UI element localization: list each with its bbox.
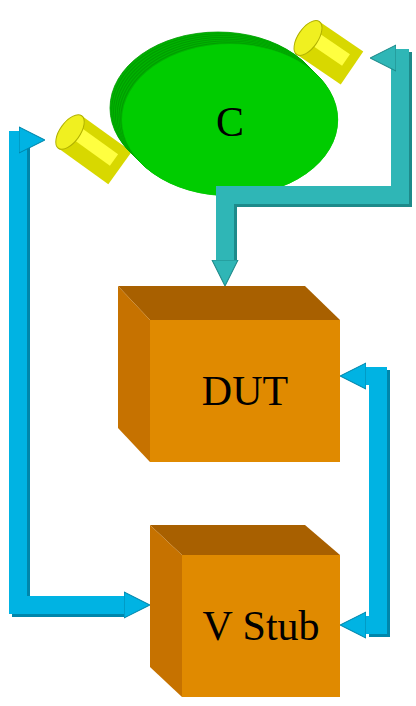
box-top — [118, 286, 340, 320]
connector-shadow — [369, 379, 381, 628]
capacitor-disk: C — [40, 8, 370, 208]
box-front — [182, 555, 340, 697]
label-group: C — [216, 99, 244, 145]
node-label: DUT — [202, 368, 288, 414]
port-cap — [50, 110, 90, 154]
box-top — [150, 525, 340, 555]
connector-bar — [366, 376, 378, 625]
connector-bar — [18, 140, 124, 605]
port-cap — [288, 16, 327, 60]
port-cylinder — [50, 110, 120, 168]
connector-group — [225, 58, 403, 263]
box-side — [118, 286, 150, 462]
disk-texture — [122, 44, 338, 196]
box-side — [150, 525, 182, 697]
label-group: DUT — [202, 368, 288, 414]
connector-bar — [225, 58, 400, 260]
box-front — [150, 320, 340, 462]
label-group: V Stub — [202, 603, 319, 649]
node-label: C — [216, 99, 244, 145]
dut-box: DUT — [118, 286, 340, 462]
disk-face — [122, 44, 338, 196]
stub-box: V Stub — [150, 525, 340, 697]
node-label: V Stub — [202, 603, 319, 649]
node-outline — [40, 8, 370, 208]
connector-group — [366, 376, 381, 628]
connector-shadow — [228, 61, 403, 263]
connector-group — [18, 140, 127, 608]
connector-shadow — [21, 143, 127, 608]
